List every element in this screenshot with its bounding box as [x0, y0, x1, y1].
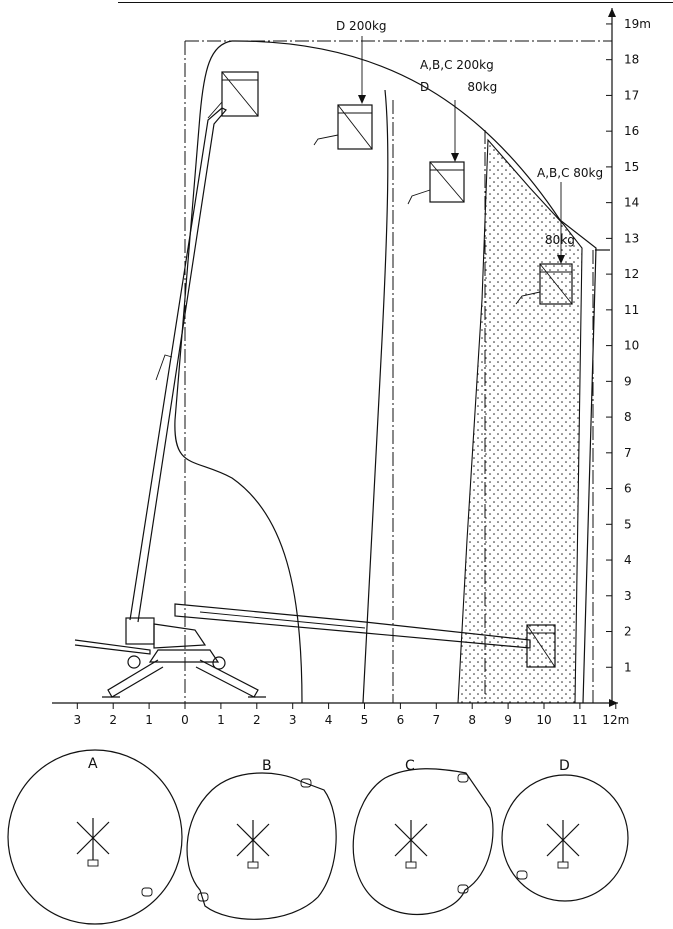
x-tick-label: 2 [253, 713, 261, 727]
y-tick-label: 5 [624, 517, 632, 531]
load-labels: D 200kg A,B,C 200kg D 80kg A,B,C 80kg 80… [336, 19, 603, 247]
working-envelopes [174, 40, 610, 704]
x-tick-label: 6 [397, 713, 405, 727]
y-tick-label: 7 [624, 446, 632, 460]
envelope-d200 [362, 89, 389, 704]
label-d200: D 200kg [336, 19, 387, 33]
y-tick-label: 1 [624, 660, 632, 674]
x-tick-label: 7 [432, 713, 440, 727]
label-abc80: A,B,C 80kg [537, 166, 603, 180]
y-tick-label: 13 [624, 231, 639, 245]
y-tick-label: 16 [624, 124, 639, 138]
x-tick-label: 8 [468, 713, 476, 727]
label-80kg: 80kg [545, 233, 575, 247]
y-tick-label: 8 [624, 410, 632, 424]
x-tick-label: 9 [504, 713, 512, 727]
footprint-c: C [352, 758, 494, 915]
y-tick-label: 9 [624, 374, 632, 388]
outrigger-back [74, 639, 151, 655]
boom-horizontal [174, 603, 531, 649]
y-tick-label: 4 [624, 553, 632, 567]
x-tick-label: 12m [602, 713, 629, 727]
boom-vertical [129, 107, 227, 623]
x-tick-label: 0 [181, 713, 189, 727]
y-tick-label: 11 [624, 303, 639, 317]
y-tick-label: 18 [624, 53, 639, 67]
footprint-label-c: C [405, 758, 415, 774]
x-tick-label: 10 [536, 713, 551, 727]
dotted-80kg-zone [457, 138, 583, 704]
footprint-label-d: D [559, 758, 570, 774]
y-tick-label: 10 [624, 339, 639, 353]
y-tick-label: 2 [624, 625, 632, 639]
x-tick-label: 3 [73, 713, 81, 727]
x-tick-label: 1 [145, 713, 153, 727]
turret [125, 617, 155, 645]
x-tick-label: 1 [217, 713, 225, 727]
y-tick-label: 17 [624, 88, 639, 102]
basket-1 [207, 71, 259, 119]
y-tick-label: 12 [624, 267, 639, 281]
y-tick-label: 15 [624, 160, 639, 174]
y-tick-label: 19m [624, 17, 651, 31]
y-tick-label: 3 [624, 589, 632, 603]
x-tick-label: 2 [109, 713, 117, 727]
footprint-label-a: A [88, 756, 98, 772]
x-tick-label: 11 [572, 713, 587, 727]
footprint-d: D [501, 758, 629, 902]
basket-5 [526, 624, 556, 668]
footprint-b: B [186, 758, 337, 920]
footprint-a: A [7, 749, 183, 925]
outrigger-left [107, 659, 164, 698]
footprint-label-b: B [262, 758, 272, 774]
basket-3 [407, 161, 465, 205]
x-tick-label: 5 [361, 713, 369, 727]
machine [74, 107, 531, 698]
label-d80: D 80kg [420, 80, 497, 94]
basket-2 [313, 104, 373, 150]
x-tick-label: 4 [325, 713, 333, 727]
load-leaders [358, 36, 565, 264]
envelope-outer [174, 40, 597, 704]
y-tick-label: 6 [624, 482, 632, 496]
x-tick-label: 3 [289, 713, 297, 727]
y-tick-label: 14 [624, 196, 639, 210]
outrigger-right [195, 659, 259, 698]
basket-4 [515, 263, 573, 305]
label-abc200: A,B,C 200kg [420, 58, 494, 72]
